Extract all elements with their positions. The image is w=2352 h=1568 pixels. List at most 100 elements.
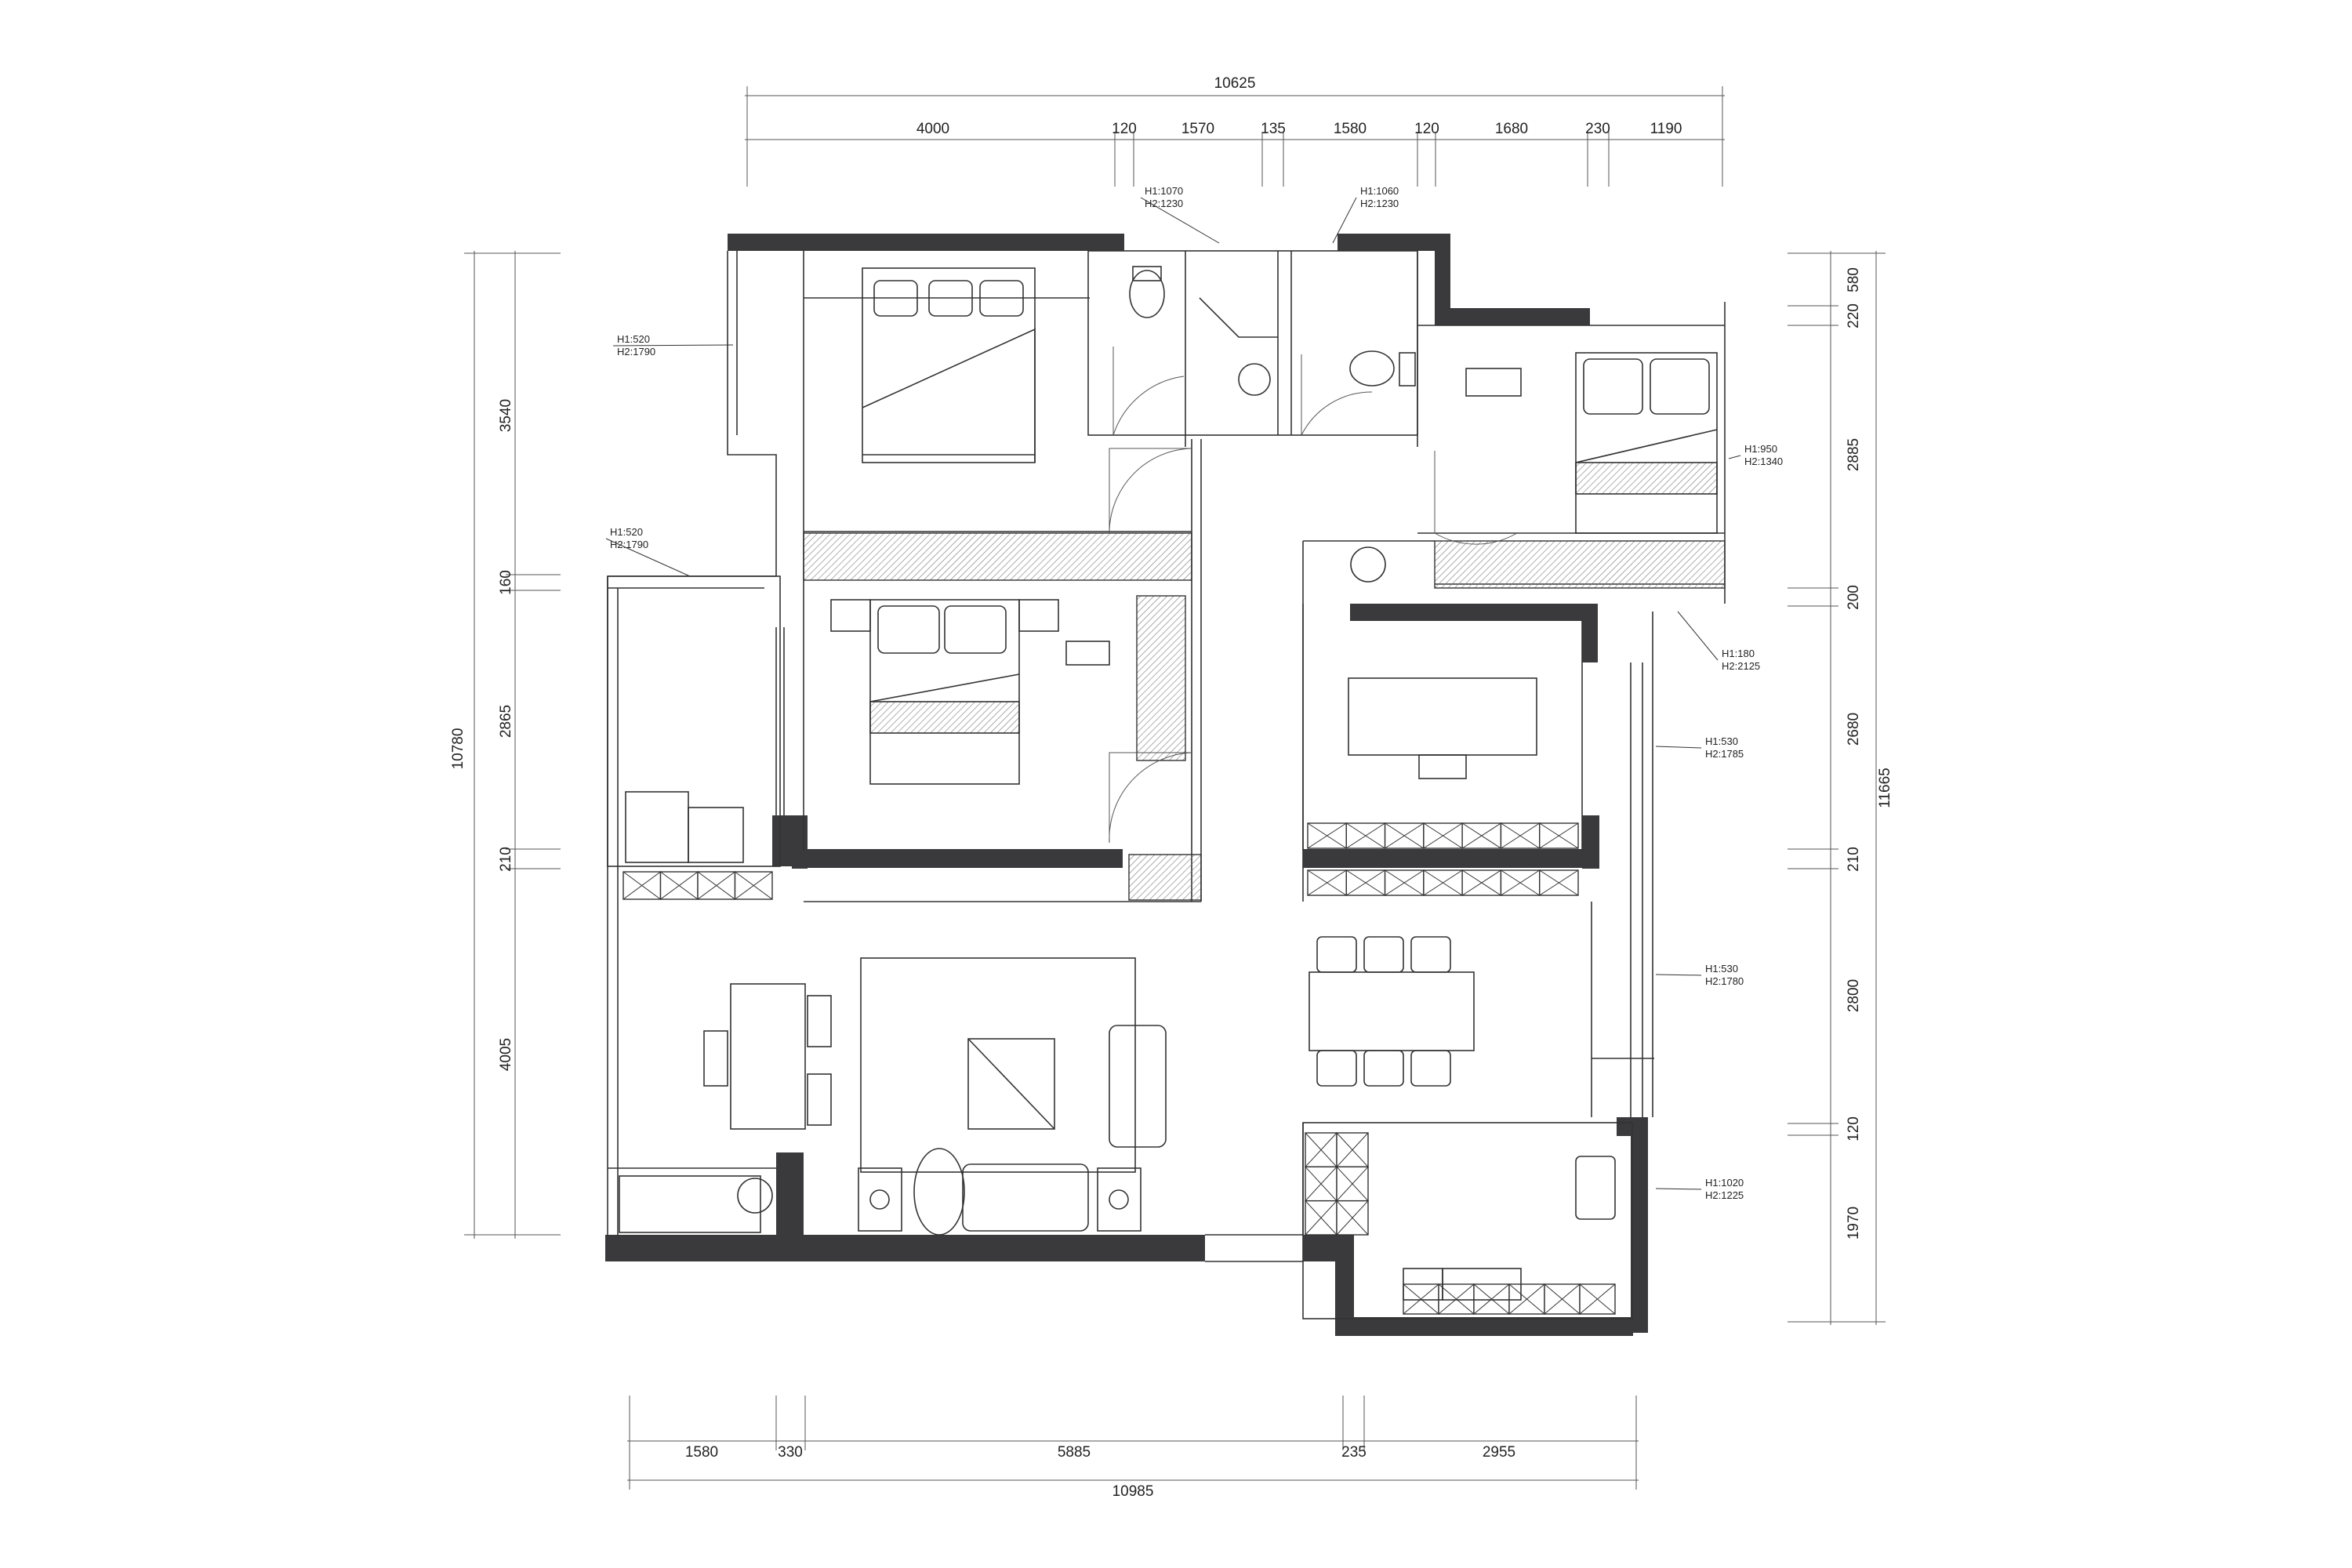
- dim-right-segment: 120: [1846, 1116, 1862, 1142]
- cabinet-unit: [1544, 1283, 1581, 1315]
- window-head-height: H2:1230: [1360, 198, 1399, 209]
- window-head-height: H2:1230: [1145, 198, 1183, 209]
- dim-bottom-segment: 235: [1341, 1444, 1367, 1461]
- cabinet-unit: [1305, 1132, 1338, 1168]
- cabinet-unit: [1307, 822, 1347, 849]
- dim-left-total: 10780: [450, 728, 466, 770]
- dim-bottom-segment: 1580: [685, 1444, 718, 1461]
- dim-top-segment: 230: [1585, 121, 1610, 137]
- note-leader-line: [612, 344, 734, 347]
- balcony-appliances: [619, 791, 773, 1233]
- dimension-top: [745, 86, 1725, 187]
- window-sill-height: H1:1070: [1145, 185, 1183, 197]
- dim-top-segment: 1680: [1495, 121, 1528, 137]
- walls: [605, 234, 1648, 1336]
- dim-bottom-total: 10985: [1112, 1483, 1154, 1500]
- dim-right-segment: 2800: [1846, 979, 1862, 1012]
- dim-right-segment: 200: [1846, 585, 1862, 610]
- cabinet-unit: [1423, 869, 1463, 896]
- window-sill-height: H1:520: [610, 526, 643, 538]
- cabinet-unit: [1307, 869, 1347, 896]
- dim-right-segment: 2680: [1846, 713, 1862, 746]
- cabinet-unit: [1423, 822, 1463, 849]
- built-in-cabinets: [803, 532, 1726, 901]
- bathroom-fixtures: [1129, 266, 1416, 583]
- cabinet-unit: [1336, 1200, 1369, 1236]
- cabinet-unit: [1461, 822, 1502, 849]
- cabinet-unit: [1438, 1283, 1475, 1315]
- cabinet-unit: [659, 871, 699, 900]
- note-leader-line: [1677, 611, 1719, 661]
- window-head-height: H2:1790: [617, 346, 655, 358]
- cabinet-unit: [1305, 1200, 1338, 1236]
- x-pattern-cabinets: [622, 822, 1616, 1315]
- dim-right-segment: 220: [1846, 303, 1862, 328]
- dimension-left: [464, 251, 561, 1239]
- cabinet-unit: [1403, 1283, 1439, 1315]
- window-head-height: H2:1225: [1705, 1189, 1744, 1201]
- cabinet-unit: [1539, 869, 1579, 896]
- cabinet-unit: [1384, 869, 1425, 896]
- dim-left-segment: 160: [498, 570, 514, 595]
- dim-top-segment: 1570: [1181, 121, 1214, 137]
- cabinet-unit: [1336, 1132, 1369, 1168]
- window-head-height: H2:1780: [1705, 975, 1744, 987]
- kitchen-fixtures: [1403, 1156, 1616, 1301]
- left-dining-table: [703, 983, 832, 1130]
- dim-left-segment: 3540: [498, 399, 514, 432]
- cabinet-unit: [1539, 822, 1579, 849]
- note-leader-line: [1728, 455, 1741, 459]
- cabinet-unit: [1461, 869, 1502, 896]
- window-head-height: H2:1340: [1744, 456, 1783, 467]
- window-sill-height: H1:180: [1722, 648, 1755, 659]
- dim-top-segment: 135: [1261, 121, 1286, 137]
- window-sill-height: H1:1060: [1360, 185, 1399, 197]
- dim-top-segment: 120: [1112, 121, 1137, 137]
- cabinet-unit: [1473, 1283, 1510, 1315]
- master-bed: [862, 267, 1036, 463]
- cabinet-unit: [697, 871, 736, 900]
- dim-top-total: 10625: [1214, 75, 1256, 92]
- window-head-height: H2:1790: [610, 539, 648, 550]
- study-desk: [1348, 677, 1537, 779]
- dim-bottom-segment: 330: [778, 1444, 803, 1461]
- dimension-right: [1788, 251, 1886, 1325]
- cabinet-unit: [622, 871, 662, 900]
- dim-right-segment: 1970: [1846, 1207, 1862, 1240]
- dim-right-segment: 2885: [1846, 438, 1862, 471]
- cabinet-unit: [1500, 822, 1541, 849]
- interior-outlines: [607, 250, 1726, 1319]
- second-bed: [830, 599, 1110, 785]
- living-room-furniture: [858, 957, 1167, 1236]
- cabinet-unit: [1336, 1166, 1369, 1202]
- dim-left-segment: 2865: [498, 705, 514, 738]
- dim-bottom-segment: 5885: [1058, 1444, 1091, 1461]
- dim-bottom-segment: 2955: [1483, 1444, 1515, 1461]
- window-head-height: H2:2125: [1722, 660, 1760, 672]
- note-leader-line: [1655, 746, 1702, 749]
- note-leader-line: [605, 538, 691, 577]
- dim-left-segment: 210: [498, 847, 514, 872]
- cabinet-unit: [1345, 822, 1386, 849]
- cabinet-unit: [1305, 1166, 1338, 1202]
- cabinet-unit: [1345, 869, 1386, 896]
- cabinet-unit: [1579, 1283, 1616, 1315]
- third-bed: [1465, 352, 1718, 534]
- dim-right-total: 11665: [1877, 768, 1893, 808]
- dim-right-segment: 580: [1846, 267, 1862, 292]
- window-sill-height: H1:530: [1705, 963, 1738, 975]
- dim-left-segment: 4005: [498, 1038, 514, 1071]
- cabinet-unit: [1500, 869, 1541, 896]
- dining-set: [1308, 936, 1475, 1087]
- dim-top-segment: 1190: [1650, 121, 1682, 137]
- door-swings: [1109, 347, 1518, 844]
- window-sill-height: H1:950: [1744, 443, 1777, 455]
- window-sill-height: H1:530: [1705, 735, 1738, 747]
- dim-right-segment: 210: [1846, 847, 1862, 872]
